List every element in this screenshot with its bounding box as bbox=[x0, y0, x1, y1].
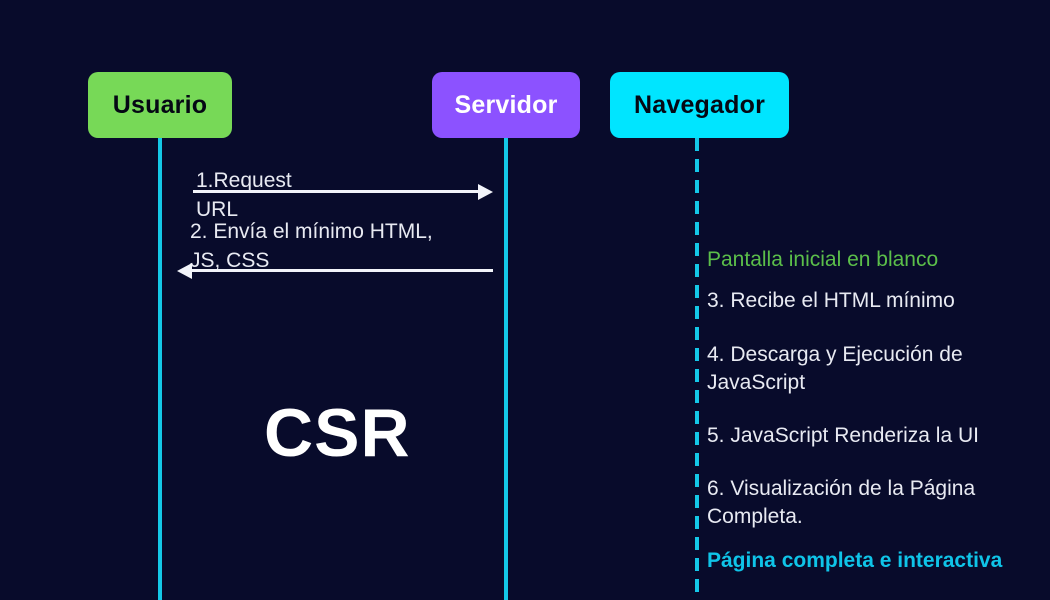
note-recibe-html-minimo: 3. Recibe el HTML mínimo bbox=[707, 289, 955, 312]
note-visualizacion-pagina-completa: 6. Visualización de la Página Completa. bbox=[707, 477, 976, 528]
note-javascript-renderiza-ui: 5. JavaScript Renderiza la UI bbox=[707, 424, 979, 447]
lifeline-navegador-dashed bbox=[695, 138, 699, 600]
arrow-left-icon bbox=[177, 263, 192, 279]
lifeline-usuario bbox=[158, 138, 162, 600]
actor-box-servidor[interactable]: Servidor bbox=[432, 72, 580, 138]
diagram-title: CSR bbox=[264, 395, 411, 471]
actor-label-servidor: Servidor bbox=[454, 90, 558, 119]
lifeline-servidor bbox=[504, 138, 508, 600]
message-label-envia-minimo: 2. Envía el mínimo HTML, JS, CSS bbox=[190, 220, 433, 272]
actor-box-navegador[interactable]: Navegador bbox=[610, 72, 789, 138]
actor-label-navegador: Navegador bbox=[633, 90, 765, 119]
message-line bbox=[192, 269, 493, 272]
note-pagina-completa-interactiva: Página completa e interactiva bbox=[707, 549, 1003, 572]
note-pantalla-inicial-en-blanco: Pantalla inicial en blanco bbox=[707, 248, 939, 271]
note-descarga-ejecucion-javascript: 4. Descarga y Ejecución de JavaScript bbox=[707, 343, 963, 394]
actor-box-usuario[interactable]: Usuario bbox=[88, 72, 232, 138]
message-line bbox=[193, 190, 480, 193]
browser-notes-list: Pantalla inicial en blanco 3. Recibe el … bbox=[707, 246, 1043, 575]
message-label-request-url: 1.Request URL bbox=[196, 169, 292, 221]
actor-label-usuario: Usuario bbox=[112, 90, 208, 119]
arrow-right-icon bbox=[478, 184, 493, 200]
